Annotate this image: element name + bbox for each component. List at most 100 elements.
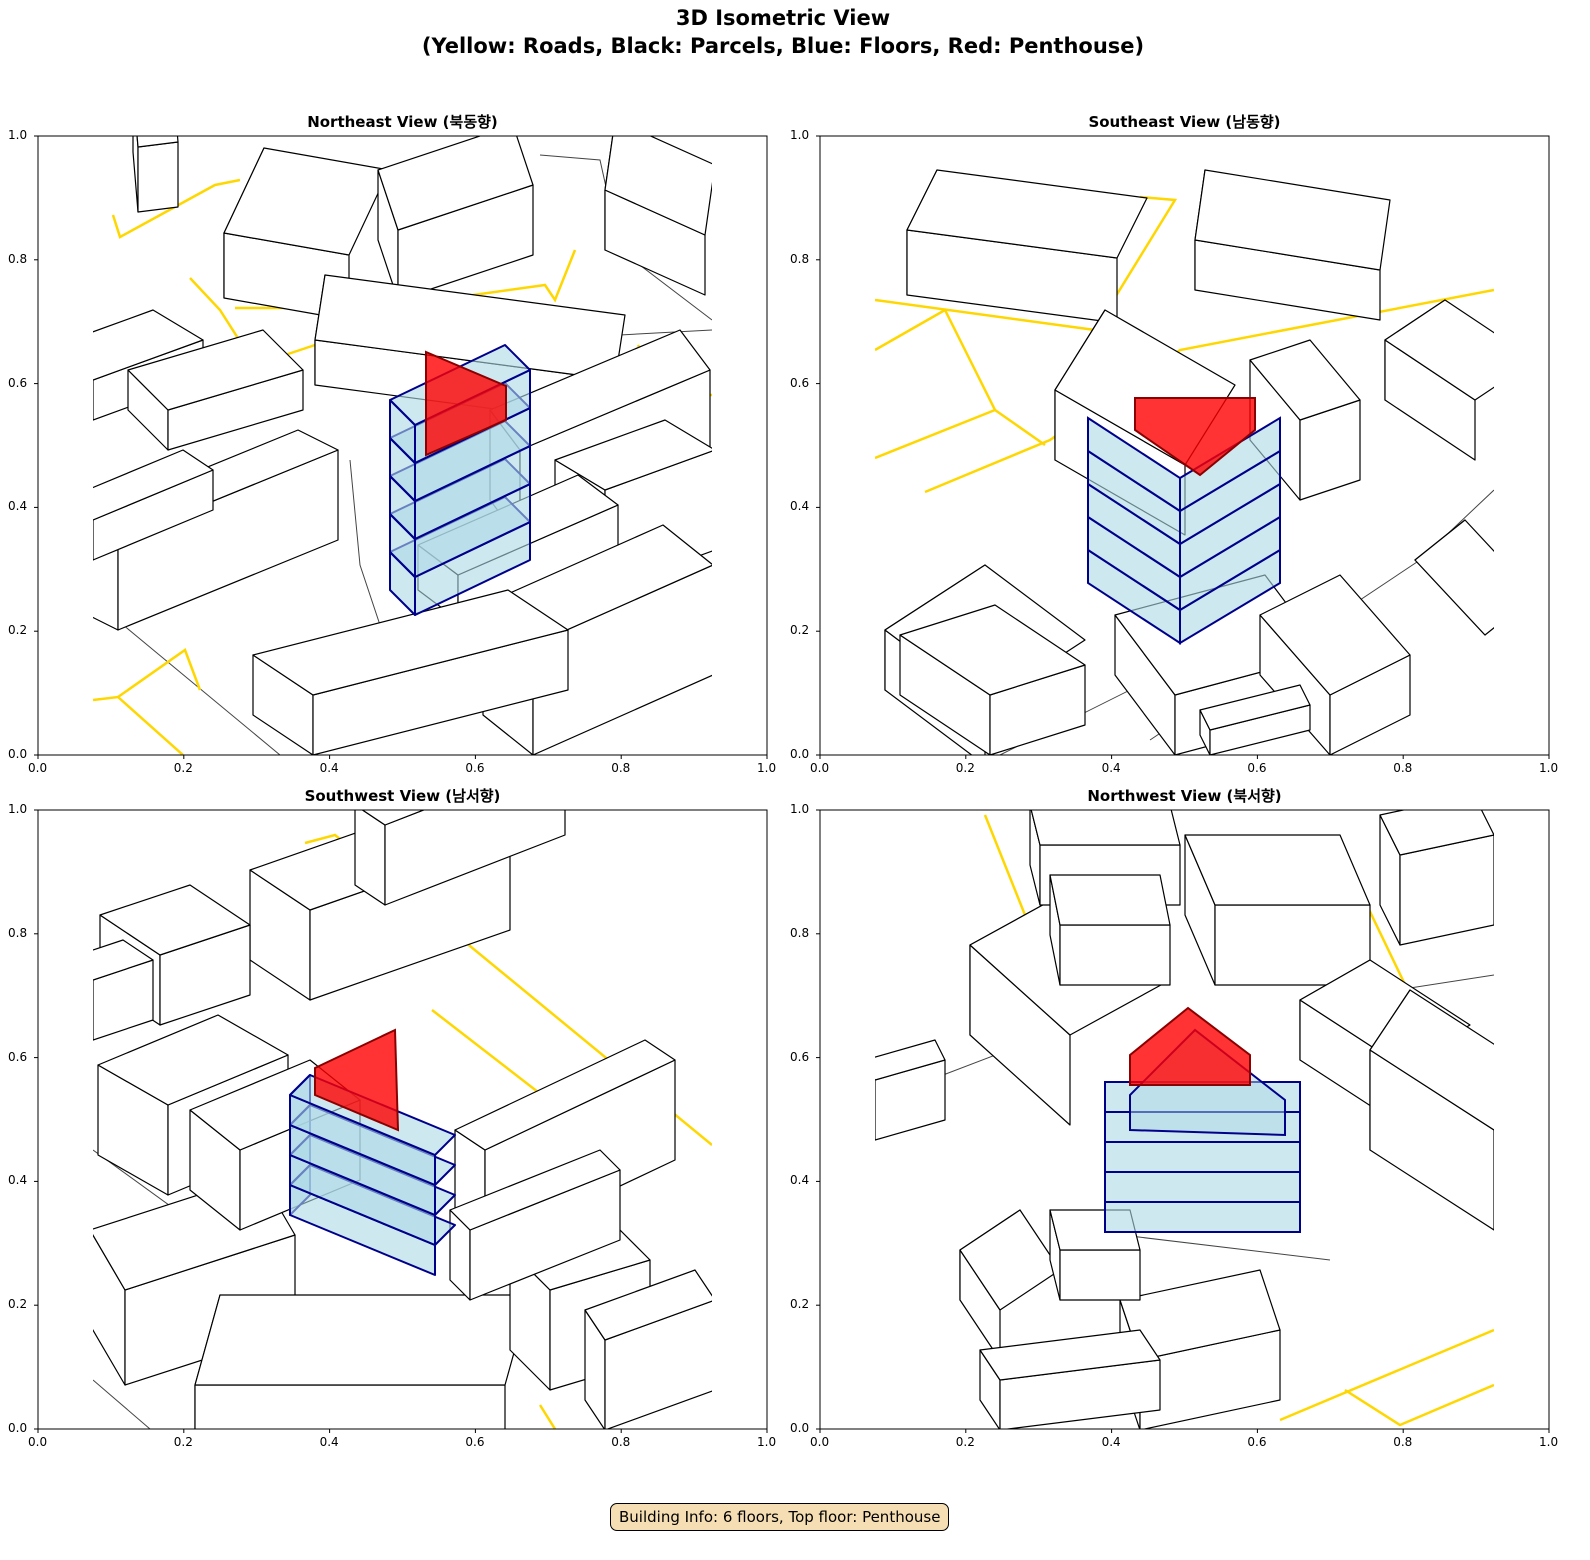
y-tick-label: 0.4 — [8, 499, 28, 514]
building — [554, 419, 712, 491]
building — [252, 589, 569, 696]
road-line — [875, 195, 1178, 332]
building — [99, 884, 251, 956]
x-tick-label: 0.6 — [1247, 761, 1267, 775]
building — [449, 1149, 621, 1231]
y-tick-label: 1.0 — [790, 802, 810, 816]
y-tick-label: 0.4 — [790, 499, 810, 514]
building — [1184, 834, 1371, 906]
building — [1249, 339, 1361, 421]
building — [1194, 169, 1391, 271]
x-tick-label: 1.0 — [757, 1435, 777, 1449]
building — [93, 309, 204, 381]
x-tick-label: 0.8 — [1393, 1435, 1413, 1449]
y-tick-label: 0.6 — [8, 375, 28, 390]
y-tick-label: 0.6 — [790, 375, 810, 390]
building — [127, 329, 304, 411]
x-tick-label: 0.6 — [1247, 1435, 1267, 1449]
building — [1369, 1049, 1494, 1231]
y-tick-label: 0.0 — [790, 747, 810, 761]
building — [136, 136, 179, 148]
y-tick-label: 0.0 — [790, 1421, 810, 1435]
building — [1119, 1269, 1281, 1361]
x-tick-label: 0.6 — [465, 761, 485, 775]
penthouse — [1129, 1006, 1251, 1086]
y-tick-label: 0.4 — [790, 1173, 810, 1188]
x-tick-label: 0.4 — [319, 1435, 339, 1449]
building — [137, 141, 179, 213]
parcel-line — [619, 329, 712, 336]
road-line — [117, 648, 202, 699]
building — [1369, 989, 1494, 1131]
x-tick-label: 0.4 — [1101, 1435, 1121, 1449]
road-line — [1344, 1383, 1494, 1427]
parcel-line — [93, 1379, 151, 1429]
building — [979, 1329, 1161, 1381]
building — [1379, 810, 1494, 856]
building — [361, 810, 426, 826]
building — [93, 519, 94, 561]
x-tick-label: 0.8 — [1393, 761, 1413, 775]
floor-3 — [1104, 1141, 1301, 1173]
y-tick-label: 0.8 — [790, 251, 810, 266]
building — [1059, 1249, 1141, 1301]
building — [1259, 574, 1411, 696]
building — [93, 379, 94, 421]
y-tick-label: 0.0 — [8, 1421, 28, 1435]
x-tick-label: 1.0 — [757, 761, 777, 775]
building — [93, 979, 94, 1041]
building — [1399, 834, 1494, 946]
road-line — [538, 1404, 557, 1429]
y-tick-label: 0.2 — [790, 1297, 810, 1312]
y-tick-label: 0.6 — [790, 1049, 810, 1064]
panel-southeast — [875, 169, 1494, 755]
building — [875, 1039, 946, 1081]
axes-frame-northeast — [37, 135, 768, 756]
axes-frame-southwest — [37, 809, 768, 1430]
x-tick-label: 0.8 — [611, 761, 631, 775]
building — [132, 136, 139, 213]
building — [93, 449, 214, 521]
penthouse — [425, 350, 507, 457]
penthouse — [314, 1028, 400, 1132]
road-line — [994, 408, 1046, 447]
building — [1384, 299, 1494, 401]
road-line — [875, 308, 997, 460]
building — [1414, 519, 1494, 636]
floor-1 — [1104, 1201, 1301, 1233]
building — [1199, 684, 1311, 731]
building — [899, 604, 1086, 696]
x-tick-label: 1.0 — [1539, 761, 1559, 775]
road-line — [111, 178, 241, 239]
building — [604, 1300, 712, 1429]
building — [93, 939, 154, 981]
building — [906, 169, 1148, 259]
y-tick-label: 0.2 — [790, 623, 810, 638]
building — [604, 136, 712, 236]
axes-frame-southeast — [819, 135, 1550, 756]
x-tick-label: 0.4 — [319, 761, 339, 775]
axes-frame-northwest — [819, 809, 1550, 1430]
y-tick-label: 1.0 — [790, 128, 810, 142]
panel-southwest — [93, 810, 712, 1429]
penthouse — [1134, 397, 1256, 477]
figure-title: 3D Isometric View — [675, 6, 891, 30]
building — [384, 810, 566, 906]
building — [454, 1039, 676, 1151]
panel-title-northeast: Northeast View (북동향) — [307, 113, 498, 131]
road-line — [93, 695, 184, 755]
figure-subtitle: (Yellow: Roads, Black: Parcels, Blue: Fl… — [421, 34, 1145, 58]
building — [875, 1078, 876, 1141]
building — [194, 1294, 531, 1386]
x-tick-label: 0.0 — [810, 1435, 830, 1449]
building — [194, 1384, 506, 1429]
building-info-box: Building Info: 6 floors, Top floor: Pent… — [610, 1503, 950, 1531]
panel-title-northwest: Northwest View (북서향) — [1087, 787, 1282, 805]
x-tick-label: 0.2 — [173, 1435, 193, 1449]
panel-title-southwest: Southwest View (남서향) — [304, 787, 501, 805]
panel-northeast — [93, 136, 712, 755]
floor-2 — [1104, 1171, 1301, 1203]
y-tick-label: 0.2 — [8, 1297, 28, 1312]
